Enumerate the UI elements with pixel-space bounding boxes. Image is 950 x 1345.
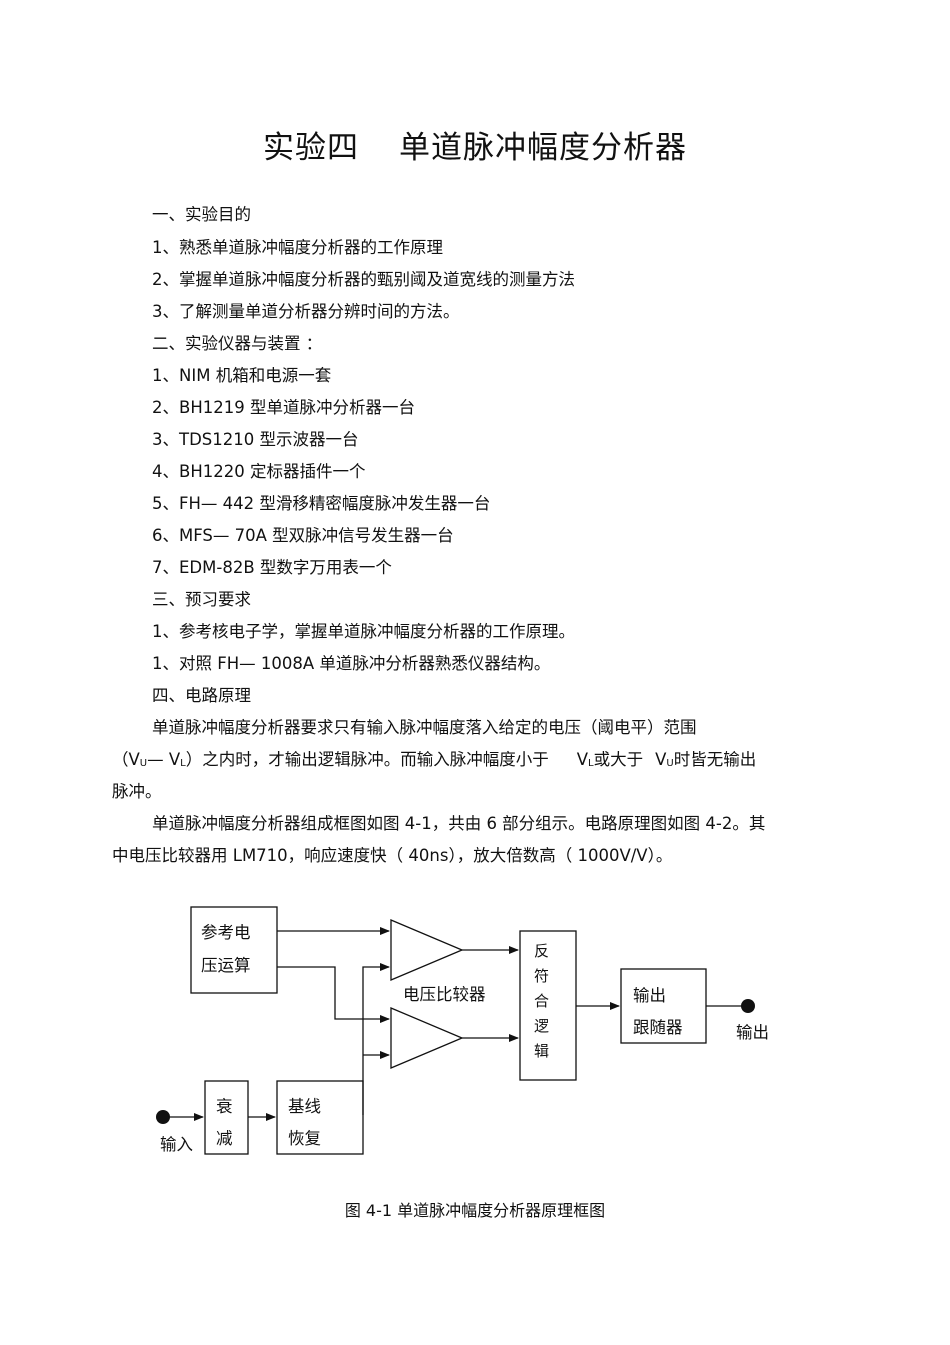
comparator-lower-triangle <box>390 1007 464 1069</box>
purpose-item: 3、了解测量单道分析器分辨时间的方法。 <box>152 302 460 321</box>
input-terminal-icon <box>156 1110 170 1124</box>
output-label: 输出 <box>736 1023 769 1042</box>
section-heading-equipment: 二、实验仪器与装置 ： <box>152 334 323 353</box>
output-terminal-icon <box>741 999 755 1013</box>
equipment-item: 6、MFS— 70A 型双脉冲信号发生器一台 <box>152 526 454 545</box>
baseline-label: 基线 <box>288 1097 321 1116</box>
attenuator-label: 减 <box>216 1129 233 1148</box>
section-heading-preview: 三、预习要求 <box>152 590 251 609</box>
anti-coincidence-label: 反 <box>534 942 549 960</box>
preview-item: 1、参考核电子学，掌握单道脉冲幅度分析器的工作原理。 <box>152 622 575 641</box>
principle-paragraph-line: 脉冲。 <box>112 782 162 801</box>
attenuator-label: 衰 <box>216 1097 233 1116</box>
input-label: 输入 <box>160 1135 193 1154</box>
reference-box-label: 压运算 <box>201 956 251 975</box>
purpose-item: 1、熟悉单道脉冲幅度分析器的工作原理 <box>152 238 443 257</box>
preview-item: 1、对照 FH— 1008A 单道脉冲分析器熟悉仪器结构。 <box>152 654 551 673</box>
anti-coincidence-label: 逻 <box>534 1017 549 1035</box>
output-follower-label: 跟随器 <box>633 1018 683 1037</box>
purpose-item: 2、掌握单道脉冲幅度分析器的甄别阈及道宽线的测量方法 <box>152 270 575 289</box>
comparator-upper-triangle <box>390 919 464 981</box>
equipment-item: 5、FH— 442 型滑移精密幅度脉冲发生器一台 <box>152 494 491 513</box>
equipment-item: 4、BH1220 定标器插件一个 <box>152 462 366 481</box>
principle-paragraph-line: 单道脉冲幅度分析器组成框图如图 4-1，共由 6 部分组示。电路原理图如图 4-… <box>152 814 766 833</box>
output-follower-label: 输出 <box>633 986 666 1005</box>
reference-voltage-box <box>190 906 278 994</box>
principle-paragraph-line: 中电压比较器用 LM710，响应速度快（ 40ns），放大倍数高（ 1000V/… <box>112 846 673 865</box>
principle-paragraph-line: 单道脉冲幅度分析器要求只有输入脉冲幅度落入给定的电压（阈电平）范围 <box>152 718 697 737</box>
equipment-item: 2、BH1219 型单道脉冲分析器一台 <box>152 398 415 417</box>
title-experiment-number: 实验四 <box>263 130 359 166</box>
baseline-restorer-box <box>276 1080 364 1155</box>
title-experiment-name: 单道脉冲幅度分析器 <box>399 130 687 166</box>
anti-coincidence-label: 辑 <box>534 1042 549 1060</box>
comparator-label: 电压比较器 <box>403 985 486 1004</box>
figure-caption: 图 4-1 单道脉冲幅度分析器原理框图 <box>344 1201 606 1220</box>
equipment-item: 1、NIM 机箱和电源一套 <box>152 366 332 385</box>
anti-coincidence-label: 符 <box>534 967 549 985</box>
baseline-label: 恢复 <box>288 1129 321 1148</box>
section-heading-principle: 四、电路原理 <box>152 686 251 705</box>
reference-box-label: 参考电 <box>201 923 251 942</box>
equipment-item: 3、TDS1210 型示波器一台 <box>152 430 359 449</box>
section-heading-purpose: 一、实验目的 <box>152 205 251 224</box>
equipment-item: 7、EDM-82B 型数字万用表一个 <box>152 558 392 577</box>
anti-coincidence-label: 合 <box>534 992 549 1010</box>
page-title: 实验四 单道脉冲幅度分析器 <box>0 122 950 167</box>
